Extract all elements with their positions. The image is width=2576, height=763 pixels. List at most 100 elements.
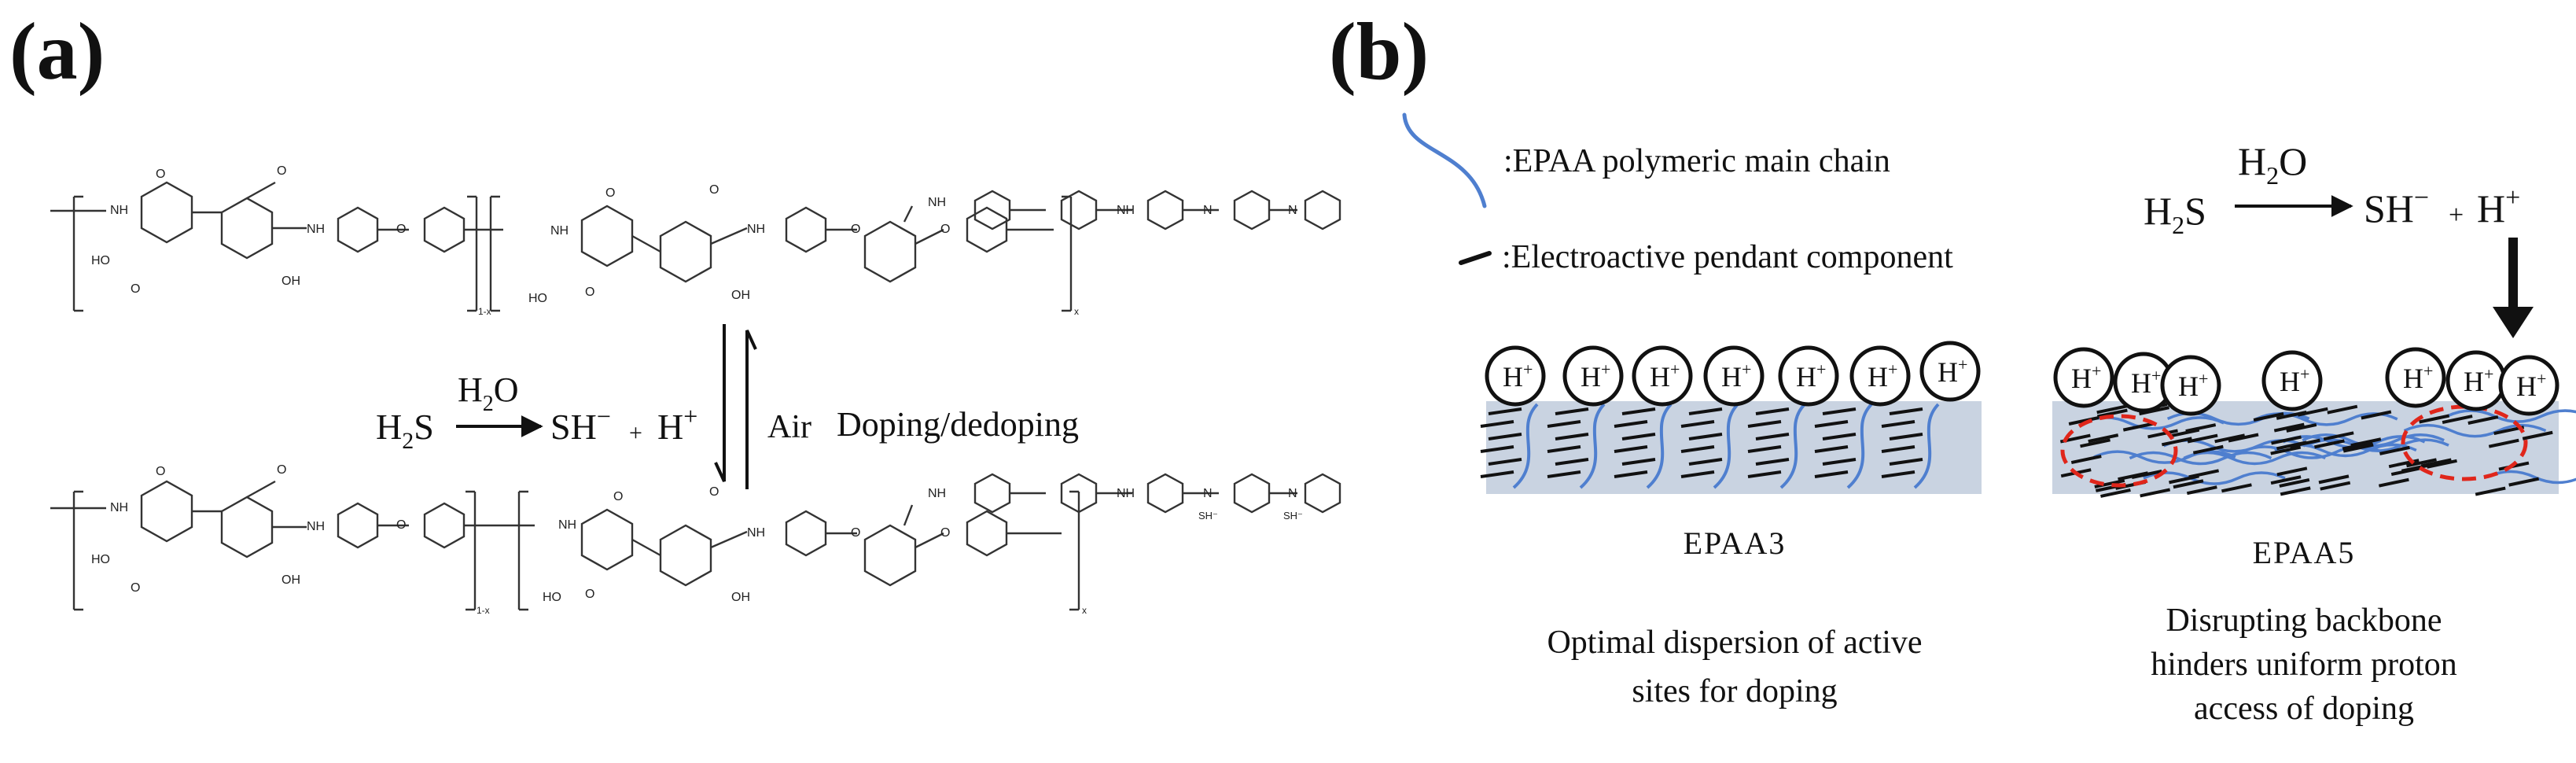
main-chain-strand	[1913, 403, 1940, 489]
subscript-label: 1-x	[477, 605, 490, 616]
sh-minus-product: SH−	[2364, 183, 2429, 230]
pendant-dash	[2094, 478, 2125, 488]
group-label: N	[1203, 204, 1213, 217]
group-label: O	[156, 465, 165, 478]
main-chain-strand	[1646, 403, 1673, 489]
group-label: HO	[91, 553, 110, 566]
group-label: O	[851, 223, 860, 236]
proton-circle: H+	[2053, 347, 2114, 408]
proton-down-arrowhead	[2493, 307, 2534, 338]
group-label: NH	[928, 487, 946, 500]
pendant-dash	[2419, 414, 2450, 424]
pendant-dash	[2192, 444, 2224, 455]
proton-circle: H+	[2445, 350, 2507, 411]
panel-b-label: (b)	[1329, 6, 1429, 97]
group-label: O	[277, 164, 286, 178]
pendant-dash	[1889, 407, 1923, 415]
main-chain-strand	[1579, 403, 1606, 489]
main-chain-strand	[2446, 409, 2576, 423]
pendant-dash	[2442, 415, 2473, 424]
svg-text:H+: H+	[1938, 355, 1967, 388]
group-label: O	[277, 463, 286, 477]
panel-b: (b) :EPAA polymeric main chain :Electroa…	[1329, 6, 2576, 727]
h2s-reactant: H2S	[2144, 189, 2206, 239]
group-label: N	[1288, 487, 1297, 500]
pendant-dash	[2350, 437, 2382, 448]
epaa5-name: EPAA5	[2253, 535, 2356, 570]
pendant-dash	[2118, 471, 2148, 481]
pendant-dash	[2139, 406, 2169, 416]
pendant-dash	[1814, 445, 1849, 453]
main-chain-strand	[2403, 423, 2547, 438]
pendant-dash	[2096, 408, 2128, 418]
proton-circle: H+	[2385, 347, 2446, 408]
group-label: NH	[550, 224, 569, 238]
pendant-dash	[2169, 428, 2200, 438]
group-label: O	[605, 186, 615, 200]
pendant-dash	[1555, 433, 1589, 440]
svg-text:H+: H+	[1868, 359, 1897, 393]
group-label: O	[940, 526, 950, 540]
svg-text:H+: H+	[2280, 364, 2309, 397]
proton-circle: H+	[1632, 345, 1693, 407]
pendant-dash	[2342, 443, 2374, 453]
svg-text:H+: H+	[2131, 366, 2161, 399]
pendant-dash	[2187, 433, 2218, 444]
main-chain-strand	[2486, 470, 2576, 485]
proton-circle: H+	[1485, 345, 1546, 407]
pendant-dash	[2280, 486, 2311, 496]
group-label: NH	[110, 204, 128, 217]
svg-text:H+: H+	[2071, 361, 2101, 394]
panel-a-label: (a)	[9, 6, 105, 97]
main-chain-legend-swatch	[1402, 112, 1487, 208]
pendant-dash	[1814, 470, 1849, 478]
pendant-dash	[2173, 479, 2204, 489]
group-label: NH	[558, 518, 576, 532]
epaa5-protons: H+H+H+H+H+H+H+	[2053, 347, 2559, 416]
subscript-label: x	[1082, 605, 1087, 616]
svg-text:H+: H+	[2403, 361, 2433, 394]
group-label: NH	[1117, 487, 1135, 500]
group-label: NH	[307, 223, 325, 236]
pendant-dash	[2228, 433, 2259, 443]
epaa5-caption-line1: Disrupting backbone	[2166, 603, 2442, 639]
main-chain-strand	[1779, 403, 1806, 489]
proton-circle: H+	[2498, 355, 2559, 416]
subscript-label: 1-x	[478, 306, 491, 317]
main-chain-legend-label: :EPAA polymeric main chain	[1503, 143, 1890, 179]
group-label: NH	[110, 501, 128, 514]
pendant-dash	[2327, 404, 2358, 415]
pendant-dash	[1621, 458, 1656, 466]
panel-a-reaction: H2S H2O SH− + H+ Air Doping/dedoping	[376, 324, 1079, 489]
epaa5-caption-line2: hinders uniform proton	[2151, 647, 2457, 683]
pendant-dash	[1688, 407, 1723, 415]
top-structure-labels: NH O HO O OH O NH O NH O HO O OH O NH NH…	[91, 164, 1297, 317]
pendant-dash	[1621, 407, 1656, 415]
pendant-dash	[2270, 445, 2302, 455]
pendant-dash	[2276, 466, 2308, 477]
proton-circle: H+	[1562, 345, 1624, 407]
svg-text:H+: H+	[2516, 369, 2546, 402]
epaa3-strands	[1480, 403, 1940, 489]
pendant-dash	[2279, 477, 2310, 488]
epaa3-caption-line1: Optimal dispersion of active	[1547, 625, 1922, 661]
pendant-dash	[1755, 407, 1790, 415]
h2s-reactant: H2S	[376, 407, 434, 454]
pendant-dash	[1547, 445, 1581, 453]
pendant-dash	[1680, 470, 1715, 478]
group-label: N	[1203, 487, 1213, 500]
svg-text:H+: H+	[2464, 364, 2493, 397]
group-label: NH	[307, 520, 325, 533]
pendant-dash	[1822, 458, 1857, 466]
pendant-dash	[1680, 420, 1715, 428]
group-label: O	[585, 588, 594, 601]
h-plus-product: H+	[657, 402, 697, 447]
pendant-dash	[2289, 438, 2320, 448]
proton-circle: H+	[2261, 350, 2323, 411]
main-chain-strand	[1512, 403, 1539, 489]
group-label: O	[156, 168, 165, 181]
pendant-dash	[2378, 477, 2409, 488]
pendant-dash	[2185, 423, 2217, 433]
pendant-dash	[2270, 475, 2302, 485]
